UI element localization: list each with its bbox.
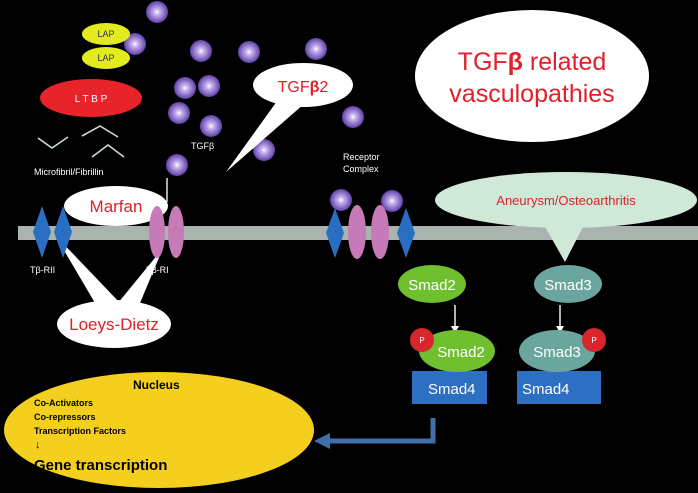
receptor-complex-label-2: Complex (343, 164, 379, 174)
lap-shape-2 (82, 47, 130, 69)
p-smad2-label: Smad2 (437, 344, 485, 361)
gene-transcription-label: Gene transcription (34, 457, 167, 474)
ltbp-label: L T B P (75, 94, 108, 105)
tgfb-molecule (146, 1, 168, 23)
phospho-p2 (582, 328, 606, 352)
tgfb-molecule (190, 40, 212, 62)
p-smad3-label: Smad3 (533, 344, 581, 361)
title-line1: TGFβ related (458, 48, 607, 76)
lap-shape-1 (82, 23, 130, 45)
p-smad2-node (419, 330, 495, 372)
tgfb-molecule (342, 106, 364, 128)
phospho-p2-label: P (591, 336, 596, 345)
marfan-callout: Marfan (64, 186, 168, 226)
complex-receptor-1 (348, 205, 366, 259)
tgfb-molecule (381, 190, 403, 212)
smad3-node (534, 265, 602, 303)
nucleus (4, 372, 314, 488)
smad4-label-right: Smad4 (522, 381, 570, 398)
tgfb-molecule (330, 189, 352, 211)
lap-label-1: LAP (97, 29, 114, 39)
loeys-dietz-callout: Loeys-Dietz (55, 235, 171, 348)
nucleus-item-2: Co-repressors (34, 412, 96, 422)
tbri-receptor-1 (149, 206, 165, 258)
complex-receptor-2 (371, 205, 389, 259)
phospho-p1-label: P (419, 336, 424, 345)
loeys-dietz-label: Loeys-Dietz (69, 315, 159, 334)
tgfb-molecule (174, 77, 196, 99)
nucleus-title: Nucleus (133, 378, 180, 392)
smad2-label: Smad2 (408, 277, 456, 294)
tbrii-diamond-1 (33, 206, 51, 258)
tgfb-molecule (253, 139, 275, 161)
smad4-box-left (412, 371, 487, 404)
marfan-label: Marfan (90, 197, 143, 216)
tgfb-molecule (238, 41, 260, 63)
title-oval (415, 10, 649, 142)
smad4-label-left: Smad4 (428, 381, 476, 398)
smad4-box-right (517, 371, 601, 404)
nucleus-arrow: ↓ (35, 439, 41, 451)
microfibril-strands (37, 125, 125, 158)
tbri-receptor-2 (168, 206, 184, 258)
phosphorylation-arrows (451, 305, 564, 333)
phospho-p1 (410, 328, 434, 352)
tgfb2-callout: TGFβ2 (226, 63, 353, 172)
tgfb-molecule (124, 33, 146, 55)
tgfb-molecule (168, 102, 190, 124)
lap-label-2: LAP (97, 53, 114, 63)
tgfb2-label: TGFβ2 (278, 79, 329, 96)
tgfb-molecule (198, 75, 220, 97)
aneurysm-callout: Aneurysm/Osteoarthritis (435, 172, 697, 262)
complex-diamond-right (397, 208, 415, 258)
p-smad3-node (519, 330, 595, 372)
tgfb-molecules (124, 1, 403, 212)
aneurysm-label: Aneurysm/Osteoarthritis (496, 193, 636, 208)
tgfb-molecule (200, 115, 222, 137)
tgfb-molecule (166, 154, 188, 176)
tbrii-diamond-2 (54, 206, 72, 258)
receptor-complex-label-1: Receptor (343, 152, 380, 162)
microfibril-label: Microfibril/Fibrillin (34, 167, 104, 177)
nucleus-item-3: Transcription Factors (34, 426, 126, 436)
smad3-label: Smad3 (544, 277, 592, 294)
translocation-arrow (314, 418, 436, 449)
tbrii-label: Tβ-RII (30, 265, 55, 275)
nucleus-item-1: Co-Activators (34, 398, 93, 408)
ltbp-shape (40, 79, 142, 117)
tgfb-molecule (305, 38, 327, 60)
complex-diamond-left (326, 208, 344, 258)
title-line2: vasculopathies (449, 80, 614, 108)
tbri-label: Tβ-RI (146, 265, 169, 275)
tgfb-label: TGFβ (191, 141, 214, 151)
smad2-node (398, 265, 466, 303)
